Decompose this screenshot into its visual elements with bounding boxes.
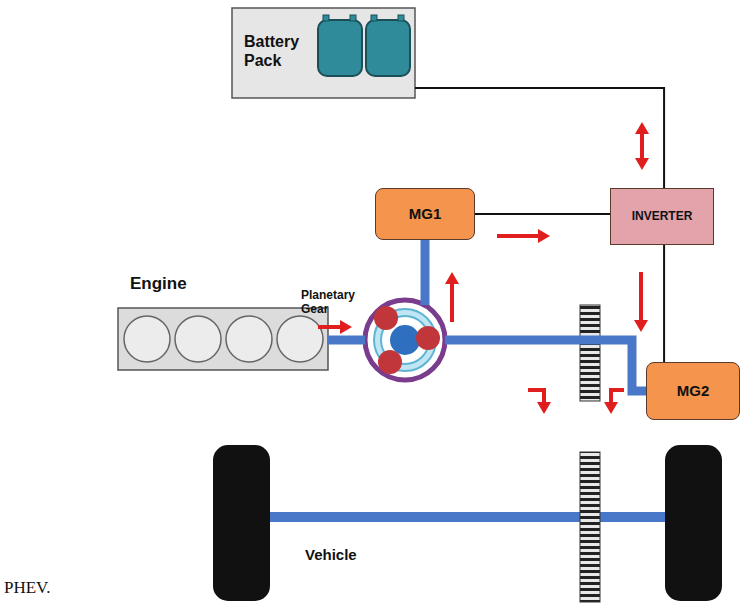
power-flow-arrow (318, 325, 342, 329)
battery-cells (318, 15, 410, 76)
power-flow-arrow (640, 132, 644, 160)
power-flow-arrow (639, 272, 643, 322)
shaft (328, 336, 365, 345)
axle (268, 512, 668, 522)
connector (634, 245, 664, 362)
node-text: Engine (130, 274, 220, 294)
node-text: MG1 (409, 205, 442, 223)
connector (475, 214, 610, 243)
planetary-gear: Planetary Gear (365, 300, 445, 380)
arrow-head (604, 402, 618, 414)
power-flow-arrow (497, 234, 540, 238)
battery-pack: Battery Pack (232, 8, 415, 98)
engine: Engine (118, 308, 328, 370)
vehicle-label: Vehicle (305, 546, 357, 563)
motor-generator-box: MG1 (375, 188, 475, 240)
node-text: Planetary Gear (301, 288, 361, 317)
battery-housing (232, 8, 415, 98)
motor-generator-box: MG2 (646, 362, 740, 420)
connector (445, 340, 646, 391)
shaft (421, 240, 430, 305)
power-flow-arrow (450, 282, 454, 322)
arrow-head (538, 229, 550, 243)
arrow-head (635, 158, 649, 170)
caption-label: PHEV. (4, 578, 50, 598)
connector (415, 88, 664, 188)
arrow-head (537, 402, 551, 414)
engine-block (118, 308, 328, 370)
wire (475, 213, 610, 215)
wheel (665, 445, 722, 601)
node-text: MG2 (677, 382, 710, 400)
gear (580, 305, 600, 401)
wire (415, 88, 664, 188)
inverter-box: INVERTER (610, 188, 714, 245)
node-text: Battery Pack (244, 32, 324, 70)
connector (318, 320, 365, 340)
power-flow-arrow (528, 390, 624, 404)
wire (663, 245, 665, 362)
shaft (445, 340, 646, 391)
wheel (213, 445, 270, 601)
gear (580, 452, 600, 602)
arrow-head (340, 320, 352, 334)
arrow-head (445, 272, 459, 284)
connector (425, 240, 459, 322)
arrow-head (635, 122, 649, 134)
planetary-gear-set (365, 300, 445, 380)
node-text: INVERTER (632, 209, 693, 223)
arrow-head (634, 320, 648, 332)
